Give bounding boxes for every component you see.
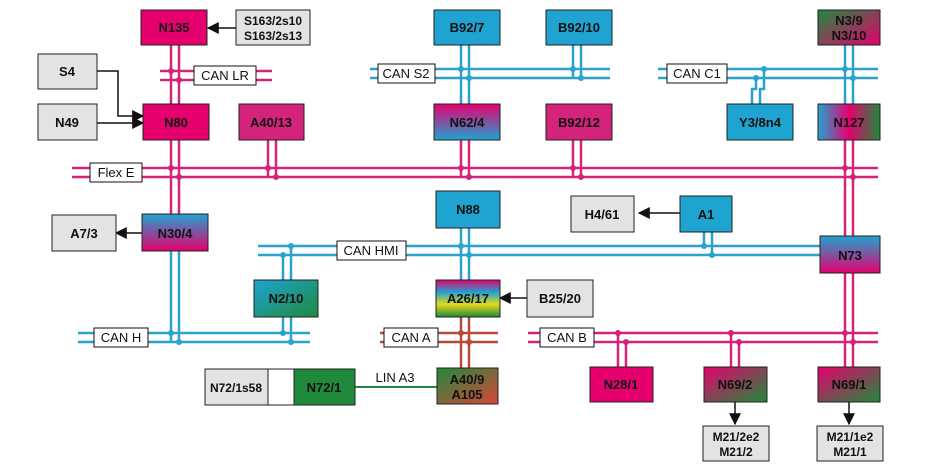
bus-label-can-b: CAN B xyxy=(539,327,595,348)
b92-7-label: B92/7 xyxy=(450,20,485,35)
m21-1e2-label: M21/1e2 xyxy=(827,430,874,444)
ext-m21-1[interactable]: M21/1e2 M21/1 xyxy=(816,425,884,462)
bus-label-flex-e: Flex E xyxy=(89,162,143,183)
n2-10-label: N2/10 xyxy=(269,291,304,306)
s4-label: S4 xyxy=(59,64,76,79)
node-n69-2[interactable]: N69/2 xyxy=(703,366,768,403)
ext-a7-3[interactable]: A7/3 xyxy=(51,214,117,252)
can-b-label: CAN B xyxy=(547,330,587,345)
n127-label: N127 xyxy=(833,115,864,130)
bus-label-can-hmi: CAN HMI xyxy=(336,240,407,261)
lin-a3-label: LIN A3 xyxy=(375,370,414,385)
bus-label-can-lr: CAN LR xyxy=(193,65,257,86)
m21-1-label: M21/1 xyxy=(833,445,867,459)
node-n30-4[interactable]: N30/4 xyxy=(141,213,209,252)
can-s2-label: CAN S2 xyxy=(383,66,430,81)
a26-17-label: A26/17 xyxy=(447,291,489,306)
n69-2-label: N69/2 xyxy=(718,377,753,392)
n88-label: N88 xyxy=(456,202,480,217)
n49-label: N49 xyxy=(55,115,79,130)
b25-20-label: B25/20 xyxy=(539,291,581,306)
n80-label: N80 xyxy=(164,115,188,130)
n72-1s58-label: N72/1s58 xyxy=(210,381,262,395)
n28-1-label: N28/1 xyxy=(604,377,639,392)
bus-stubs xyxy=(169,45,855,368)
ext-h4-61[interactable]: H4/61 xyxy=(570,195,635,233)
b92-10-label: B92/10 xyxy=(558,20,600,35)
a105-label: A105 xyxy=(451,387,482,402)
n30-4-label: N30/4 xyxy=(158,226,193,241)
node-b92-7[interactable]: B92/7 xyxy=(433,9,501,46)
a1-label: A1 xyxy=(698,207,715,222)
s163-2s10-label: S163/2s10 xyxy=(244,14,302,28)
bus-label-can-h: CAN H xyxy=(93,327,149,348)
node-a26-17[interactable]: A26/17 xyxy=(435,279,501,318)
b92-12-label: B92/12 xyxy=(558,115,600,130)
ext-b25-20[interactable]: B25/20 xyxy=(526,279,594,318)
node-n28-1[interactable]: N28/1 xyxy=(589,366,654,403)
node-n135[interactable]: N135 xyxy=(140,9,208,46)
node-n73[interactable]: N73 xyxy=(819,235,881,274)
flex-e-label: Flex E xyxy=(98,165,135,180)
ext-m21-2[interactable]: M21/2e2 M21/2 xyxy=(702,425,770,462)
node-b92-12[interactable]: B92/12 xyxy=(545,103,613,141)
n62-4-label: N62/4 xyxy=(450,115,485,130)
bus-label-can-c1: CAN C1 xyxy=(666,63,728,84)
n69-1-label: N69/1 xyxy=(832,377,867,392)
node-a1[interactable]: A1 xyxy=(679,195,733,233)
ext-n49[interactable]: N49 xyxy=(37,103,98,141)
node-n127[interactable]: N127 xyxy=(817,103,881,141)
node-a40-9[interactable]: A40/9 A105 xyxy=(436,367,499,405)
node-a40-13[interactable]: A40/13 xyxy=(238,103,305,141)
can-h-label: CAN H xyxy=(101,330,141,345)
bus-label-can-a: CAN A xyxy=(383,327,439,348)
n3-9-label: N3/9 xyxy=(835,13,862,28)
n73-label: N73 xyxy=(838,248,862,263)
node-b92-10[interactable]: B92/10 xyxy=(545,9,613,46)
h4-61-label: H4/61 xyxy=(585,207,620,222)
node-n2-10[interactable]: N2/10 xyxy=(253,279,319,318)
m21-2e2-label: M21/2e2 xyxy=(713,430,760,444)
node-n3-9[interactable]: N3/9 N3/10 xyxy=(817,9,881,46)
node-n80[interactable]: N80 xyxy=(142,103,210,141)
s163-2s13-label: S163/2s13 xyxy=(244,29,302,43)
node-y3-8n4[interactable]: Y3/8n4 xyxy=(726,103,794,141)
ext-s4[interactable]: S4 xyxy=(37,53,98,90)
node-n62-4[interactable]: N62/4 xyxy=(433,103,501,141)
a40-9-label: A40/9 xyxy=(450,372,485,387)
node-n72-1[interactable]: N72/1 xyxy=(293,368,356,406)
n135-label: N135 xyxy=(158,20,189,35)
a40-13-label: A40/13 xyxy=(250,115,292,130)
n72-1-label: N72/1 xyxy=(307,380,342,395)
y3-8n4-label: Y3/8n4 xyxy=(739,115,782,130)
node-n69-1[interactable]: N69/1 xyxy=(817,366,881,403)
n3-10-label: N3/10 xyxy=(832,28,867,43)
arrow-connections xyxy=(97,22,855,426)
can-lr-label: CAN LR xyxy=(201,68,249,83)
can-a-label: CAN A xyxy=(391,330,430,345)
can-hmi-label: CAN HMI xyxy=(344,243,399,258)
ext-n72-1s58[interactable]: N72/1s58 xyxy=(204,368,295,406)
bus-label-can-s2: CAN S2 xyxy=(377,63,436,84)
a7-3-label: A7/3 xyxy=(70,226,97,241)
node-n88[interactable]: N88 xyxy=(435,190,501,229)
can-c1-label: CAN C1 xyxy=(673,66,721,81)
m21-2-label: M21/2 xyxy=(719,445,753,459)
junction-dots xyxy=(168,66,856,345)
ext-s163[interactable]: S163/2s10 S163/2s13 xyxy=(235,9,311,46)
